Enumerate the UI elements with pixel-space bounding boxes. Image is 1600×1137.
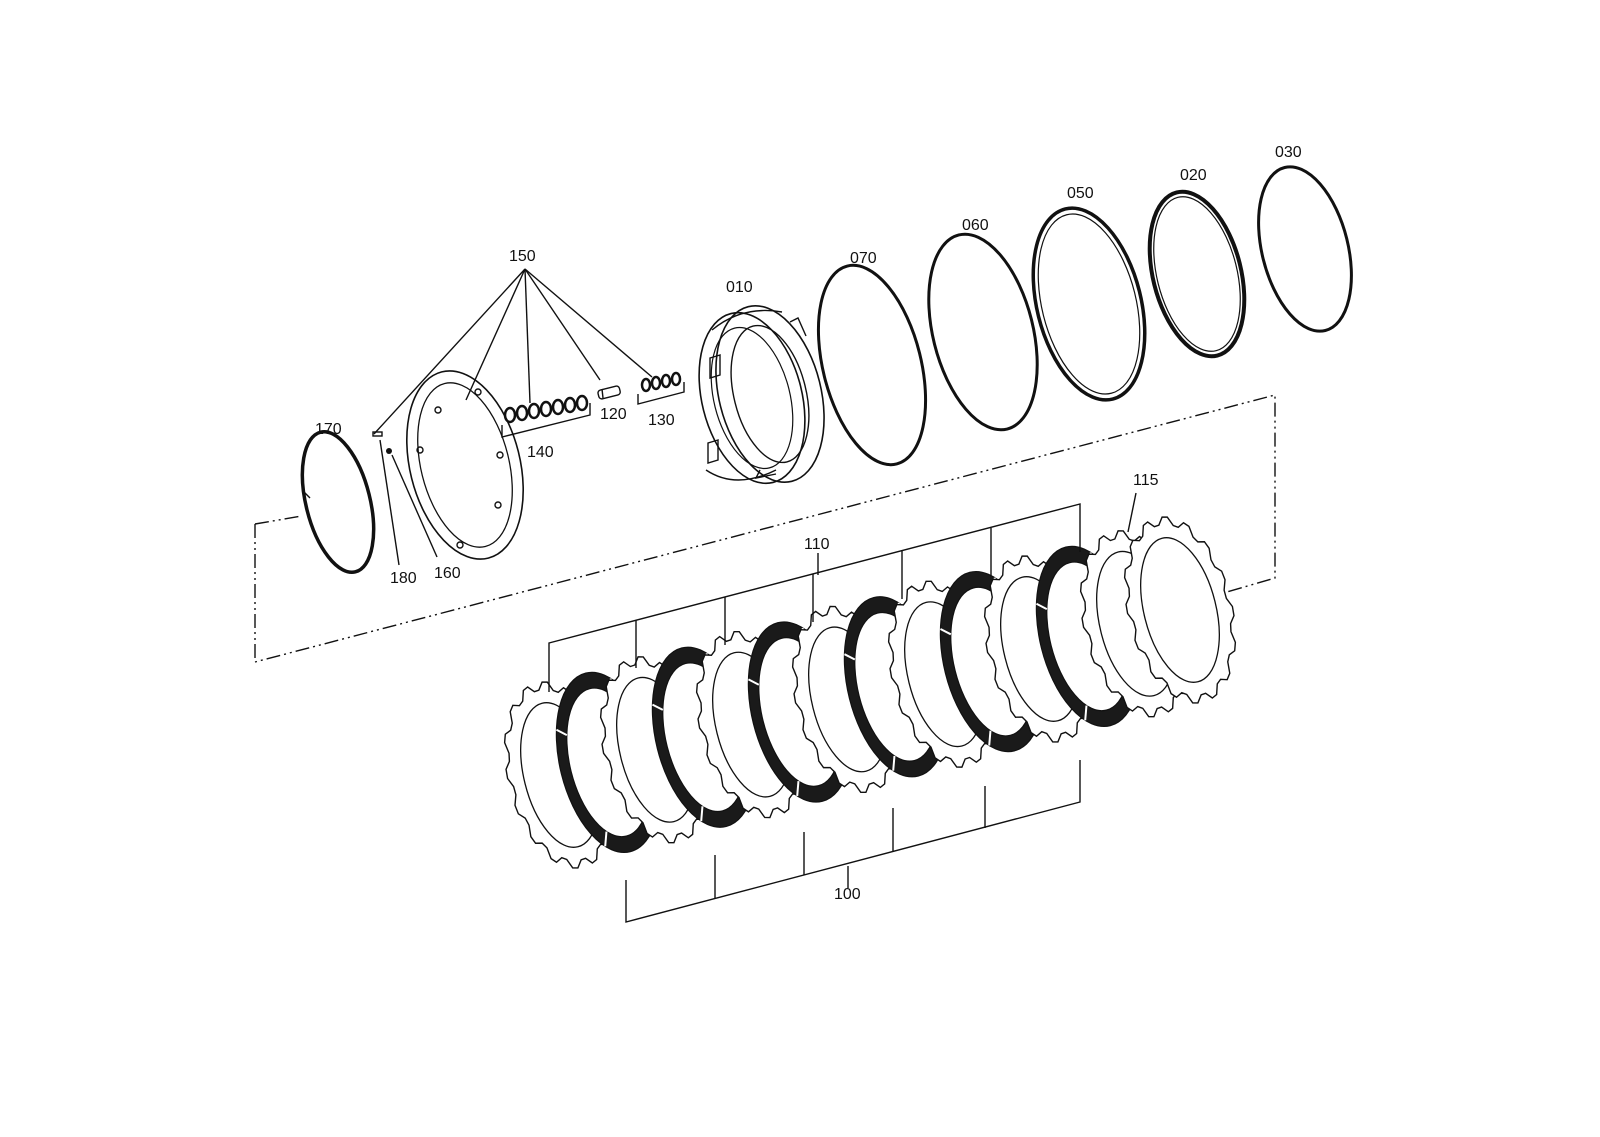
cover-plate-160 [405,370,525,560]
snap-ring-170 [300,429,376,575]
label-130: 130 [648,412,675,429]
label-100: 100 [834,886,861,903]
bracket-100 [625,760,1081,923]
spring-group-130 [637,371,685,405]
label-140: 140 [527,444,554,461]
end-plate-115 [1123,516,1237,704]
pin-120 [597,385,621,400]
label-020: 020 [1180,167,1207,184]
seal-ring-050 [1031,206,1147,402]
assembly-boundary-tick [254,515,303,525]
label-030: 030 [1275,144,1302,161]
label-180: 180 [390,570,417,587]
pin-180 [372,431,383,437]
assembly-boundary-line [254,394,1276,663]
seal-ring-020 [1147,189,1247,359]
label-150: 150 [509,248,536,265]
seal-ring-030 [1257,165,1353,333]
label-115: 115 [1133,472,1159,489]
seal-ring-060 [927,232,1039,432]
ball-150 [386,448,392,454]
clutch-disc-pack [503,516,1237,869]
bracket-110 [548,503,1081,692]
spring-group-140 [501,394,591,438]
label-160: 160 [434,565,461,582]
label-120: 120 [600,406,627,423]
label-050: 050 [1067,185,1094,202]
label-010: 010 [726,279,753,296]
leader-lines [373,268,1137,566]
label-070: 070 [850,250,877,267]
label-110: 110 [804,536,830,553]
seal-ring-070 [816,263,928,467]
label-060: 060 [962,217,989,234]
label-170: 170 [315,421,342,438]
piston-010 [698,305,825,485]
